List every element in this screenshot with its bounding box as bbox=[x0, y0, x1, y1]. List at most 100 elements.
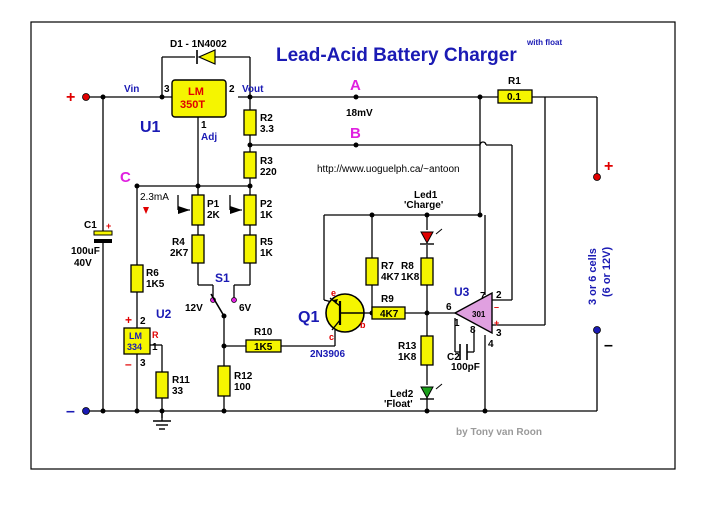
node-a-label: A bbox=[350, 77, 361, 94]
u1-vin-label: Vin bbox=[124, 84, 139, 95]
u3-pin4: 4 bbox=[488, 339, 494, 350]
node-c-current: 2.3mA bbox=[140, 192, 169, 203]
u2-ref: U2 bbox=[156, 307, 172, 321]
battery-cells-label: 3 or 6 cells bbox=[587, 248, 599, 305]
u1-pin3: 3 bbox=[164, 84, 170, 95]
p2-ref: P2 bbox=[260, 199, 273, 210]
d1-label: D1 - 1N4002 bbox=[170, 39, 227, 50]
resistor-r11 bbox=[155, 371, 169, 399]
led2-symbol bbox=[420, 383, 443, 400]
u3-pin3: 3 bbox=[496, 328, 502, 339]
diode-d1 bbox=[196, 49, 216, 65]
regulator-u1 bbox=[171, 79, 227, 118]
q1-e-pin: e bbox=[331, 288, 336, 298]
u3-pin2: 2 bbox=[496, 290, 502, 301]
u3-ref: U3 bbox=[454, 285, 470, 299]
u3-plus: + bbox=[494, 318, 499, 328]
c1-ref: C1 bbox=[84, 220, 97, 231]
q1-b-pin: b bbox=[360, 320, 366, 330]
led1-ref: Led1 bbox=[414, 190, 438, 201]
r3-value: 220 bbox=[260, 167, 277, 178]
r5-value: 1K bbox=[260, 248, 274, 259]
u1-part-line2: 350T bbox=[180, 99, 205, 111]
u1-part-line1: LM bbox=[188, 86, 204, 98]
r12-value: 100 bbox=[234, 382, 251, 393]
r11-ref: R11 bbox=[172, 375, 190, 386]
u1-ref: U1 bbox=[140, 119, 161, 136]
r8-value: 1K8 bbox=[401, 272, 420, 283]
r5-ref: R5 bbox=[260, 237, 273, 248]
u2-pin2: 2 bbox=[140, 316, 146, 327]
c1-value: 100uF bbox=[71, 246, 100, 257]
r10-value: 1K5 bbox=[254, 342, 273, 353]
u2-minus: – bbox=[125, 357, 132, 371]
u1-pin1: 1 bbox=[201, 120, 207, 131]
current-arrow bbox=[143, 207, 149, 214]
r13-ref: R13 bbox=[398, 341, 417, 352]
battery-voltage-label: (6 or 12V) bbox=[601, 247, 613, 297]
u3-pin8: 8 bbox=[470, 325, 476, 336]
wires bbox=[86, 56, 598, 418]
r7-value: 4K7 bbox=[381, 272, 400, 283]
led2-label: 'Float' bbox=[384, 399, 413, 410]
resistor-r8 bbox=[420, 257, 434, 286]
u2-pin1: 1 bbox=[152, 342, 158, 353]
u3-pin1: 1 bbox=[454, 318, 460, 329]
r9-value: 4K7 bbox=[380, 309, 399, 320]
resistor-r5 bbox=[243, 234, 257, 264]
potentiometer-p1 bbox=[191, 194, 205, 226]
r8-ref: R8 bbox=[401, 261, 414, 272]
resistor-r6 bbox=[130, 264, 144, 293]
author-credit: by Tony van Roon bbox=[456, 427, 542, 438]
u1-pin2: 2 bbox=[229, 84, 235, 95]
resistor-r2 bbox=[243, 109, 257, 136]
u1-adj-label: Adj bbox=[201, 132, 217, 143]
u3-pin7: 7 bbox=[480, 291, 486, 302]
url-text: http://www.uoguelph.ca/~antoon bbox=[317, 164, 460, 175]
r1-ref: R1 bbox=[508, 76, 521, 87]
resistor-r7 bbox=[365, 257, 379, 286]
led2-ref: Led2 bbox=[390, 389, 414, 400]
r4-ref: R4 bbox=[172, 237, 185, 248]
resistor-r10 bbox=[245, 339, 282, 353]
r12-ref: R12 bbox=[234, 371, 253, 382]
u3-part: 301 bbox=[472, 310, 486, 319]
diagram-border bbox=[30, 21, 676, 470]
u3-pin6: 6 bbox=[446, 302, 452, 313]
node-c-label: C bbox=[120, 169, 131, 186]
node-ab-voltage: 18mV bbox=[346, 108, 373, 119]
battery-plus-label: + bbox=[604, 158, 613, 175]
c2-ref: C2 bbox=[447, 352, 460, 363]
battery-minus-terminal bbox=[593, 326, 601, 334]
resistor-r9 bbox=[371, 306, 406, 320]
p2-value: 1K bbox=[260, 210, 274, 221]
diagram-subtitle: with float bbox=[526, 38, 562, 47]
resistor-r12 bbox=[217, 365, 231, 397]
u2-plus: + bbox=[125, 313, 132, 327]
potentiometer-p2 bbox=[243, 194, 257, 226]
u2-part-line1: LM bbox=[129, 331, 142, 341]
led1-label: 'Charge' bbox=[404, 200, 443, 211]
s1-ref: S1 bbox=[215, 271, 230, 285]
capacitor-c1 bbox=[93, 230, 113, 243]
r1-value: 0.1 bbox=[507, 92, 521, 103]
resistor-r3 bbox=[243, 151, 257, 179]
q1-part: 2N3906 bbox=[310, 349, 345, 360]
r13-value: 1K8 bbox=[398, 352, 417, 363]
r2-value: 3.3 bbox=[260, 124, 274, 135]
capacitor-c2 bbox=[459, 344, 468, 360]
led1-symbol bbox=[420, 228, 443, 245]
u2-pin3: 3 bbox=[140, 358, 146, 369]
battery-plus-terminal bbox=[593, 173, 601, 181]
battery-minus-label: – bbox=[604, 337, 613, 354]
p1-value: 2K bbox=[207, 210, 221, 221]
r2-ref: R2 bbox=[260, 113, 273, 124]
c2-value: 100pF bbox=[451, 362, 480, 373]
u1-vout-label: Vout bbox=[242, 84, 264, 95]
u2-r-pin: R bbox=[152, 330, 159, 340]
c1-plus: + bbox=[106, 221, 111, 231]
r11-value: 33 bbox=[172, 386, 184, 397]
q1-ref: Q1 bbox=[298, 309, 319, 326]
input-minus-label: – bbox=[66, 403, 75, 420]
